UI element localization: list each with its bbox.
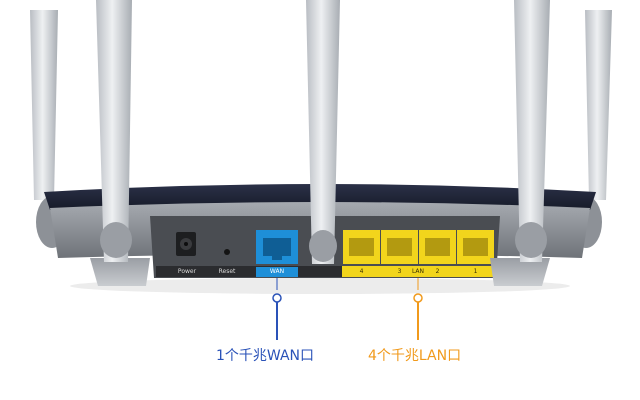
wan-callout-marker: [272, 293, 282, 303]
antenna-left-hinge: [100, 222, 132, 258]
lan-port-label-1: 1: [473, 268, 478, 275]
right-foot: [490, 258, 550, 286]
lan-port-3-socket: [387, 238, 412, 256]
lan-port-label-4: 4: [359, 268, 364, 275]
antenna-center: [306, 0, 340, 264]
wan-label: WAN: [256, 267, 298, 277]
wan-callout-text: 1个千兆WAN口: [216, 348, 315, 364]
label-strip: [156, 266, 496, 277]
lan-port-4-socket: [349, 238, 374, 256]
left-foot: [90, 258, 150, 286]
antenna-far-right: [585, 10, 612, 200]
wan-port-socket: [263, 238, 291, 256]
lan-port-1-socket: [463, 238, 488, 256]
wan-port-clip: [272, 256, 282, 260]
lan-label: LAN: [411, 268, 425, 275]
lan-port-label-3: 3: [397, 268, 402, 275]
lan-port-label-2: 2: [435, 268, 440, 275]
reset-hole: [224, 249, 230, 255]
lan-callout-marker: [413, 293, 423, 303]
floor-shadow: [70, 278, 570, 294]
lan-callout-text: 4个千兆LAN口: [368, 348, 462, 364]
antenna-left: [96, 0, 132, 262]
lan-ports: [343, 230, 494, 264]
antenna-center-hinge: [309, 230, 337, 262]
power-label: Power: [177, 268, 197, 275]
antenna-right-hinge: [515, 222, 547, 258]
reset-label: Reset: [218, 268, 236, 275]
lan-label-strip: [342, 266, 496, 277]
power-jack-pin: [184, 242, 188, 246]
lan-port-2-socket: [425, 238, 450, 256]
antenna-far-left: [30, 10, 58, 200]
antenna-right: [514, 0, 550, 262]
